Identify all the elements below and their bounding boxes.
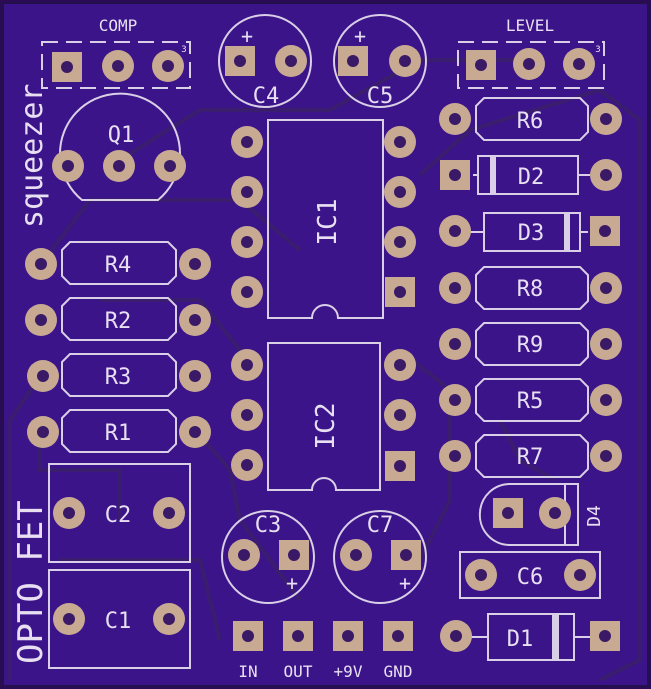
r1-label: R1 <box>105 421 132 446</box>
d1-diode[interactable]: D1 <box>440 613 620 661</box>
r3-resistor[interactable]: R3 <box>27 353 211 397</box>
c6-capacitor[interactable]: C6 <box>459 551 601 599</box>
d2-diode[interactable]: D2 <box>440 155 622 195</box>
r2-resistor[interactable]: R2 <box>25 297 211 341</box>
r7-label: R7 <box>517 445 544 470</box>
comp-pot-pin3-marker: 3 <box>181 45 186 55</box>
ic2-label: IC2 <box>311 403 341 450</box>
q1-label: Q1 <box>108 123 135 148</box>
c3-label: C3 <box>255 513 282 538</box>
out-label: OUT <box>284 662 313 681</box>
c3-capacitor[interactable]: C3 + <box>221 510 315 604</box>
ic1-chip[interactable]: IC1 <box>231 119 416 319</box>
d1-label: D1 <box>507 627 534 652</box>
level-label: LEVEL <box>506 16 554 35</box>
r7-resistor[interactable]: R7 <box>439 434 622 478</box>
c7-label: C7 <box>367 513 394 538</box>
r5-label: R5 <box>517 389 544 414</box>
c5-label: C5 <box>367 84 394 109</box>
d3-label: D3 <box>518 221 545 246</box>
c5-capacitor[interactable]: + C5 <box>333 14 427 109</box>
c2-capacitor[interactable]: C2 <box>48 463 191 563</box>
opto-fet-label: OPTO FET <box>11 500 51 664</box>
c1-capacitor[interactable]: C1 <box>48 569 191 669</box>
r4-resistor[interactable]: R4 <box>25 241 211 285</box>
r8-resistor[interactable]: R8 <box>439 266 622 310</box>
level-pot-pin3-marker: 3 <box>595 45 600 55</box>
comp-pot[interactable]: 3 <box>41 41 191 89</box>
9v-label: +9V <box>334 662 363 681</box>
r2-label: R2 <box>105 309 132 334</box>
ic2-chip[interactable]: IC2 <box>231 342 416 491</box>
level-pot[interactable]: 3 <box>457 41 605 89</box>
r8-label: R8 <box>517 277 544 302</box>
r1-resistor[interactable]: R1 <box>27 409 211 453</box>
gnd-label: GND <box>384 662 413 681</box>
r9-resistor[interactable]: R9 <box>439 322 622 366</box>
c4-capacitor[interactable]: + C4 <box>218 14 312 109</box>
r6-resistor[interactable]: R6 <box>439 97 622 141</box>
q1-transistor[interactable]: Q1 <box>52 92 186 201</box>
d2-label: D2 <box>518 165 545 190</box>
r6-label: R6 <box>517 109 544 134</box>
c7-capacitor[interactable]: C7 + <box>333 510 427 604</box>
r5-resistor[interactable]: R5 <box>439 378 622 422</box>
io-connectors[interactable]: IN OUT +9V GND <box>233 621 413 681</box>
r9-label: R9 <box>517 333 544 358</box>
c6-label: C6 <box>517 565 544 590</box>
in-label: IN <box>238 662 257 681</box>
c2-label: C2 <box>105 503 132 528</box>
d4-diode[interactable]: D4 <box>478 482 605 547</box>
c5-plus: + <box>354 24 366 48</box>
comp-label: COMP <box>99 16 138 35</box>
ic1-label: IC1 <box>313 199 343 246</box>
c1-label: C1 <box>105 609 132 634</box>
d3-diode[interactable]: D3 <box>439 212 620 252</box>
c3-plus: + <box>286 571 298 595</box>
c4-label: C4 <box>253 84 280 109</box>
d4-label: D4 <box>584 505 605 527</box>
c7-plus: + <box>399 571 411 595</box>
c4-plus: + <box>241 24 253 48</box>
r3-label: R3 <box>105 365 132 390</box>
squeezer-label: squeezer <box>15 84 50 229</box>
r4-label: R4 <box>105 253 132 278</box>
